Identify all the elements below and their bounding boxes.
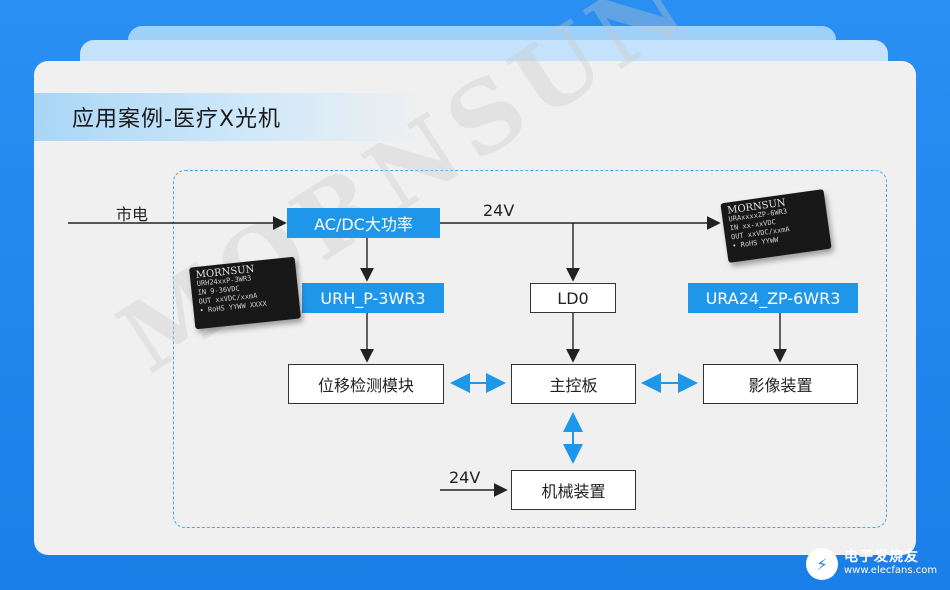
title-bar [34,93,424,141]
mains-label: 市电 [116,205,149,224]
urh-node: URH_P-3WR3 [302,283,444,313]
diagram-frame [173,170,887,528]
logo-cn: 电子发烧友 [844,549,919,565]
logo-en: www.elecfans.com [844,565,938,576]
ld0-node: LD0 [530,283,616,313]
mechanical-device-node: 机械装置 [511,470,636,510]
page-title: 应用案例-医疗X光机 [72,107,282,132]
imaging-device-node: 影像装置 [703,364,858,404]
urh-module-image: MORNSUN URH24xxP-3WR3 IN 9-36VDC OUT xxV… [189,256,301,330]
v24-bottom-label: 24V [449,468,481,487]
main-board-node: 主控板 [511,364,636,404]
elecfans-logo-icon: ⚡ [806,548,838,580]
elecfans-logo[interactable]: ⚡ 电子发烧友 www.elecfans.com [806,548,937,580]
v24-top-label: 24V [483,201,515,220]
position-module-node: 位移检测模块 [288,364,444,404]
acdc-node: AC/DC大功率 [287,208,440,238]
ura-node: URA24_ZP-6WR3 [688,283,858,313]
